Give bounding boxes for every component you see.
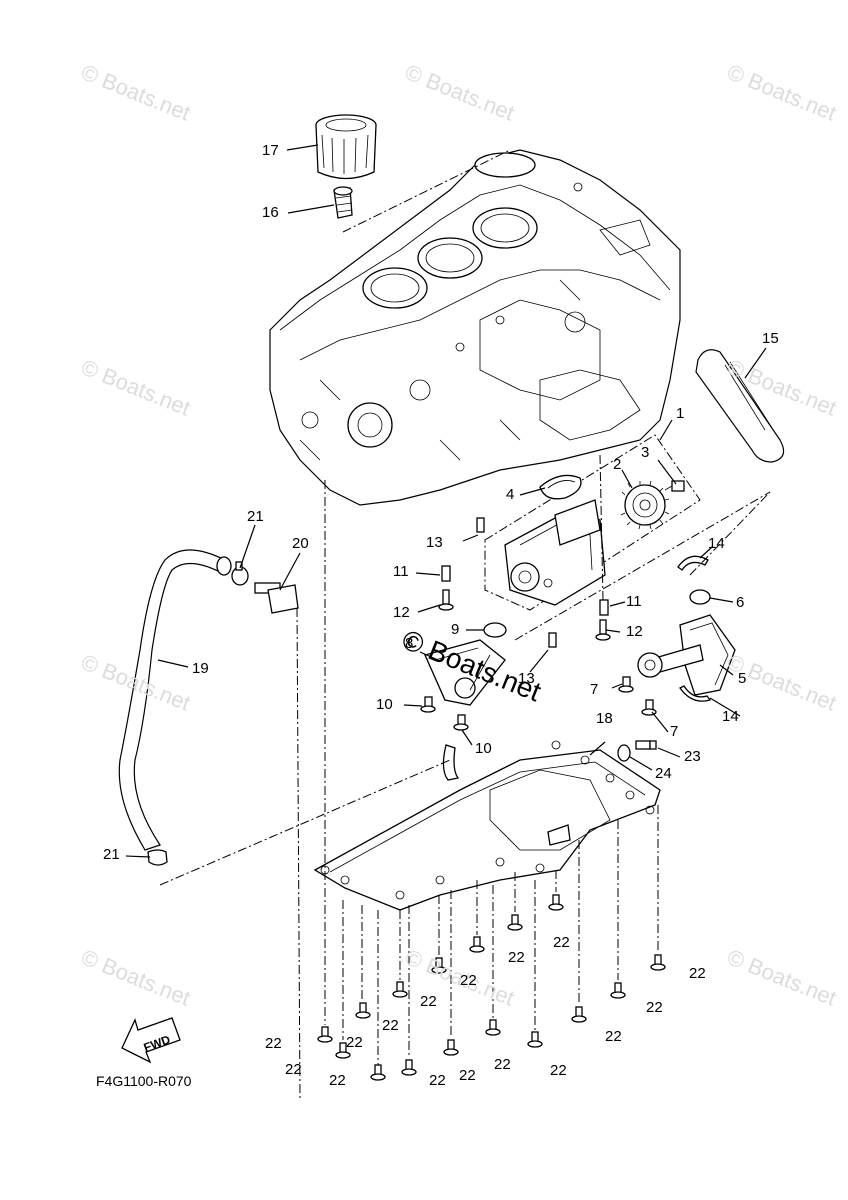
callout-22-2: 22 (508, 949, 525, 966)
bolt-12b-part (595, 619, 611, 641)
o-ring-6-part (689, 589, 711, 605)
callout-2: 2 (613, 456, 622, 473)
figure-code: F4G1100-R070 (96, 1073, 192, 1089)
gasket-4-part (539, 474, 582, 500)
callout-11a: 11 (393, 563, 409, 580)
callout-20: 20 (292, 535, 309, 552)
callout-13b: 13 (518, 670, 535, 687)
dowel-11b-part (599, 599, 609, 616)
callout-22-16: 22 (429, 1072, 446, 1089)
hose-clamp-21b-part (147, 849, 168, 866)
callout-22-13: 22 (550, 1062, 567, 1079)
callout-22-14: 22 (459, 1067, 476, 1084)
oil-pan-part (313, 740, 661, 911)
callout-22-15: 22 (329, 1072, 346, 1089)
callout-14a: 14 (708, 535, 725, 552)
callout-4: 4 (506, 486, 515, 503)
callout-7b: 7 (670, 723, 679, 740)
drain-bolt-23-part (635, 740, 657, 750)
pan-bolts-22 (317, 894, 666, 1081)
callout-22-4: 22 (689, 965, 706, 982)
callout-14b: 14 (722, 708, 739, 725)
fwd-arrow-icon: FWD (121, 1017, 181, 1064)
callout-13a: 13 (426, 534, 443, 551)
callout-7a: 7 (590, 681, 599, 698)
clamp-14a-part (677, 555, 709, 571)
oil-pump-sprocket-part (620, 480, 670, 530)
bolt-10a-part (420, 696, 436, 713)
callout-11b: 11 (626, 593, 642, 610)
callout-22-9: 22 (605, 1028, 622, 1045)
callout-19: 19 (192, 660, 209, 677)
callout-5: 5 (738, 670, 747, 687)
bolt-3-part (664, 480, 685, 492)
callout-22-10: 22 (265, 1035, 282, 1052)
leader-lines (125, 144, 767, 858)
callout-22-6: 22 (646, 999, 663, 1016)
alignment-lines (159, 149, 771, 1101)
drive-chain-part (695, 349, 785, 463)
callout-22-11: 22 (494, 1056, 511, 1073)
washer-24-part (617, 744, 631, 762)
callout-10a: 10 (376, 696, 393, 713)
fitting-20-part (254, 582, 299, 614)
callout-1: 1 (676, 405, 685, 422)
bolt-12a-part (438, 589, 454, 611)
callout-8: 8 (405, 635, 414, 652)
crankcase-part (269, 149, 681, 506)
callout-22-12: 22 (285, 1061, 302, 1078)
callout-16: 16 (262, 204, 279, 221)
union-bolt-part (333, 186, 353, 219)
callout-22-7: 22 (382, 1017, 399, 1034)
hose-clamp-21a-part (231, 561, 249, 586)
dowel-11a-part (441, 565, 451, 582)
oil-pipe-8-part (424, 639, 506, 706)
callout-22-1: 22 (553, 934, 570, 951)
callout-22-5: 22 (420, 993, 437, 1010)
oil-filter-part (315, 114, 377, 180)
callout-6: 6 (736, 594, 745, 611)
callout-3: 3 (641, 444, 650, 461)
bolt-7b-part (641, 699, 657, 716)
callout-10b: 10 (475, 740, 492, 757)
callout-22-3: 22 (460, 972, 477, 989)
bolt-13a-part (476, 517, 485, 533)
bolt-10b-part (453, 714, 469, 731)
callout-22-8: 22 (346, 1034, 363, 1051)
bolt-13b-part (548, 632, 557, 648)
callout-15: 15 (762, 330, 779, 347)
o-ring-9-part (483, 622, 507, 638)
bolt-7a-part (618, 676, 634, 693)
oil-pump-assembly-box (484, 434, 701, 611)
callout-12a: 12 (393, 604, 410, 621)
oil-pump-part (504, 499, 606, 606)
breather-hose-part (118, 549, 232, 851)
callout-9: 9 (451, 621, 460, 638)
callout-24: 24 (655, 765, 672, 782)
callout-18: 18 (596, 710, 613, 727)
clamp-14b-part (679, 685, 712, 702)
callout-23: 23 (684, 748, 701, 765)
callout-21b: 21 (103, 846, 120, 863)
callout-17: 17 (262, 142, 279, 159)
callout-12b: 12 (626, 623, 643, 640)
oil-strainer-part (637, 614, 736, 696)
callout-21a: 21 (247, 508, 264, 525)
